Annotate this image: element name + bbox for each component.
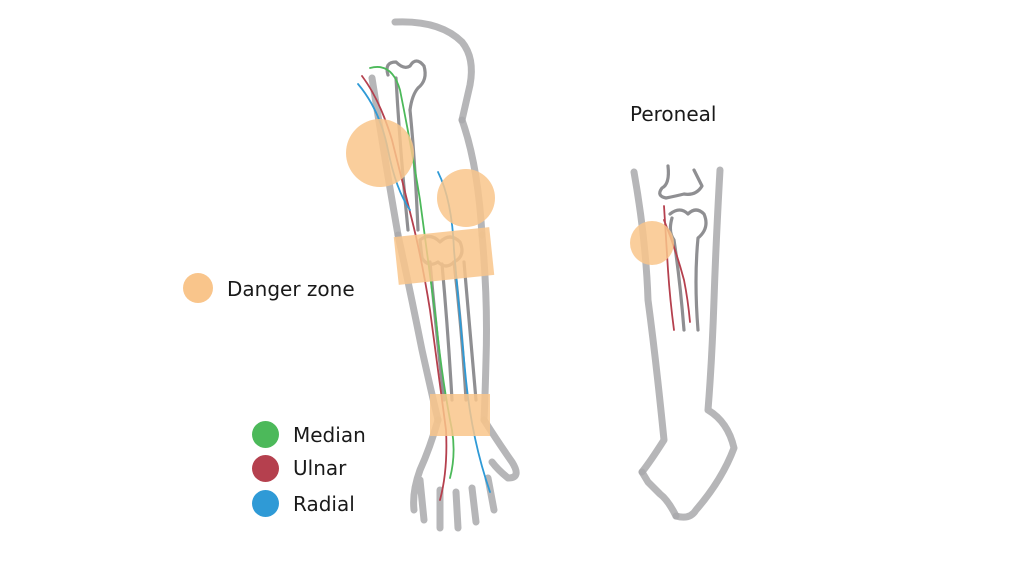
leg-outline-toes <box>638 468 680 520</box>
humerus-head <box>385 59 427 112</box>
leg-illustration <box>630 164 738 521</box>
arm-outline-hand <box>410 416 520 532</box>
arm-illustration <box>346 18 520 532</box>
leg-danger-zone <box>630 221 674 265</box>
ulnar-label: Ulnar <box>293 456 347 480</box>
arm-danger-zone-elbow <box>437 169 495 227</box>
leg-outline-right <box>672 166 738 521</box>
peroneal-label: Peroneal <box>630 102 717 126</box>
ulnar-swatch <box>252 455 279 482</box>
arm-outline-shoulder <box>391 18 475 124</box>
femur-bone <box>658 164 704 200</box>
danger-zone-label: Danger zone <box>227 277 355 301</box>
arm-danger-zone-upper <box>346 119 414 187</box>
radial-label: Radial <box>293 492 355 516</box>
danger-zone-swatch <box>183 273 213 303</box>
median-label: Median <box>293 423 366 447</box>
median-swatch <box>252 421 279 448</box>
knee-joint <box>668 208 708 332</box>
arm-danger-zone-forearm <box>393 227 495 285</box>
arm-danger-zone-wrist <box>430 394 490 436</box>
radial-swatch <box>252 490 279 517</box>
leg-outline-left <box>630 168 668 476</box>
